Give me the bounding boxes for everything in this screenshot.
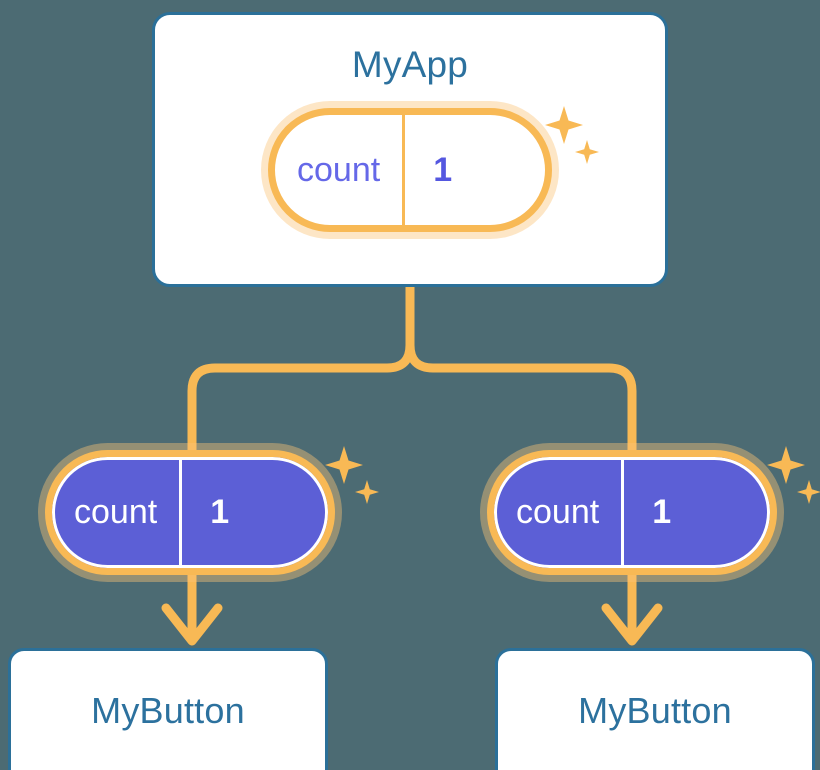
- left-button-component-card[interactable]: MyButton: [8, 648, 328, 770]
- state-pill-key: count: [297, 150, 381, 189]
- right-state-pill[interactable]: count 1: [487, 450, 777, 575]
- state-pill-value: 1: [621, 457, 699, 568]
- right-button-component-card[interactable]: MyButton: [495, 648, 815, 770]
- state-pill-body[interactable]: count 1: [487, 450, 777, 575]
- connector-root-to-branches: [187, 280, 415, 475]
- sparkle-icon-small: [355, 480, 379, 504]
- app-state-pill[interactable]: count 1: [268, 108, 552, 232]
- arrowhead-right: [601, 603, 663, 646]
- state-pill-body[interactable]: count 1: [45, 450, 335, 575]
- state-pill-key: count: [74, 493, 158, 531]
- left-button-card-title: MyButton: [91, 690, 245, 731]
- state-pill-key: count: [516, 493, 600, 531]
- state-pill-value: 1: [402, 115, 480, 225]
- state-pill-value: 1: [179, 457, 257, 568]
- app-card-title: MyApp: [351, 44, 469, 85]
- left-state-pill[interactable]: count 1: [45, 450, 335, 575]
- sparkle-icon-small: [797, 480, 820, 504]
- right-button-card-title: MyButton: [578, 690, 732, 731]
- state-pill-body[interactable]: count 1: [268, 108, 552, 232]
- arrowhead-left: [161, 603, 223, 646]
